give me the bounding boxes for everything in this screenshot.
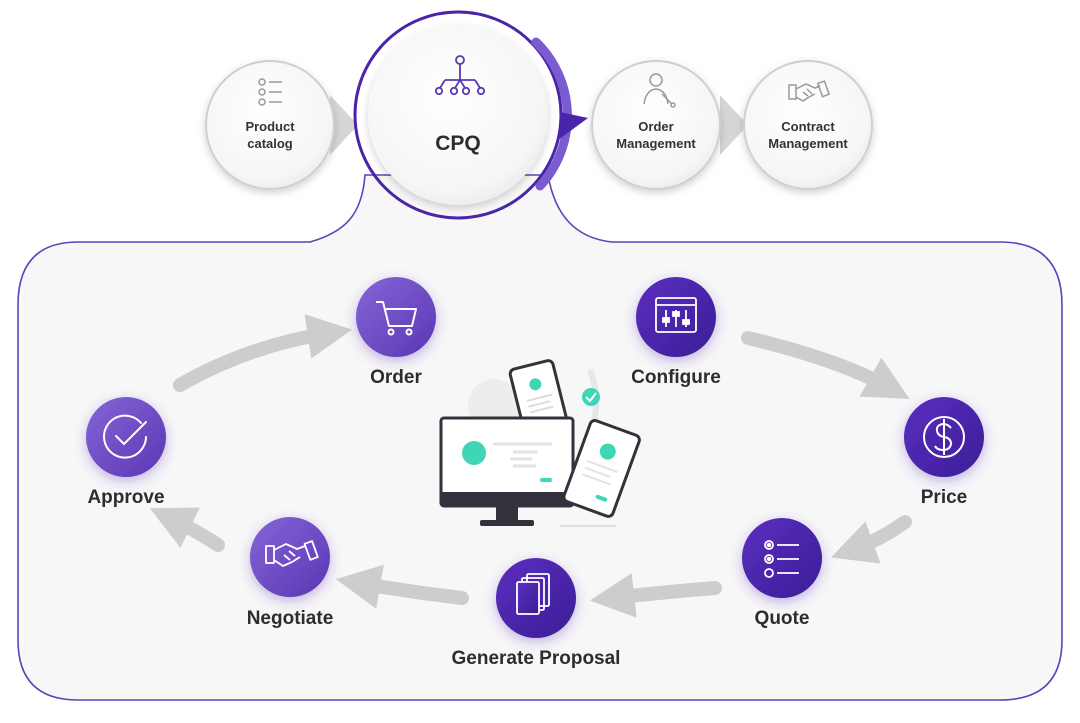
check-circle-icon xyxy=(103,414,147,459)
configure-label: Configure xyxy=(631,367,721,388)
approve-label: Approve xyxy=(87,487,164,508)
generate-proposal-label: Generate Proposal xyxy=(452,648,621,669)
order-label: Order xyxy=(370,367,422,388)
contract-management-node[interactable] xyxy=(743,60,873,190)
negotiate-node[interactable] xyxy=(250,517,330,597)
handshake-icon xyxy=(788,80,831,102)
cpq-node[interactable] xyxy=(353,10,588,220)
service-engineer-icon xyxy=(643,73,676,108)
handshake-icon xyxy=(265,540,319,567)
arrow-quote-to-proposal xyxy=(589,573,722,618)
quote-node[interactable] xyxy=(742,518,822,598)
checklist-icon xyxy=(258,78,282,106)
hierarchy-icon xyxy=(434,55,486,96)
arrow-negotiate-to-approve xyxy=(149,507,225,552)
product-catalog-node[interactable] xyxy=(205,60,335,190)
order-management-label-line1: Order xyxy=(638,119,673,134)
arrow-proposal-to-negotiate xyxy=(335,564,469,609)
cpq-label: CPQ xyxy=(435,132,481,155)
contract-management-label-line1: Contract xyxy=(781,119,835,134)
generate-proposal-node[interactable] xyxy=(496,558,576,638)
devices-illustration xyxy=(439,359,641,527)
arrow-price-to-quote xyxy=(830,515,912,564)
arrow-configure-to-price xyxy=(741,331,910,399)
sliders-window-icon xyxy=(655,297,697,333)
dollar-icon xyxy=(923,416,965,458)
order-management-node[interactable] xyxy=(591,60,721,190)
price-node[interactable] xyxy=(904,397,984,477)
product-catalog-label-line2: catalog xyxy=(247,136,293,151)
negotiate-label: Negotiate xyxy=(247,608,334,629)
shopping-cart-icon xyxy=(376,301,417,336)
order-node[interactable] xyxy=(356,277,436,357)
price-label: Price xyxy=(921,487,967,508)
contract-management-label-line2: Management xyxy=(768,136,848,151)
arrow-approve-to-order xyxy=(173,314,353,392)
order-management-label-line2: Management xyxy=(616,136,696,151)
connector-arrow xyxy=(720,95,748,155)
documents-icon xyxy=(516,573,550,615)
product-catalog-label-line1: Product xyxy=(245,119,295,134)
connector-arrow xyxy=(330,95,358,155)
quote-label: Quote xyxy=(755,608,810,629)
configure-node[interactable] xyxy=(636,277,716,357)
approve-node[interactable] xyxy=(86,397,166,477)
list-icon xyxy=(764,540,799,578)
